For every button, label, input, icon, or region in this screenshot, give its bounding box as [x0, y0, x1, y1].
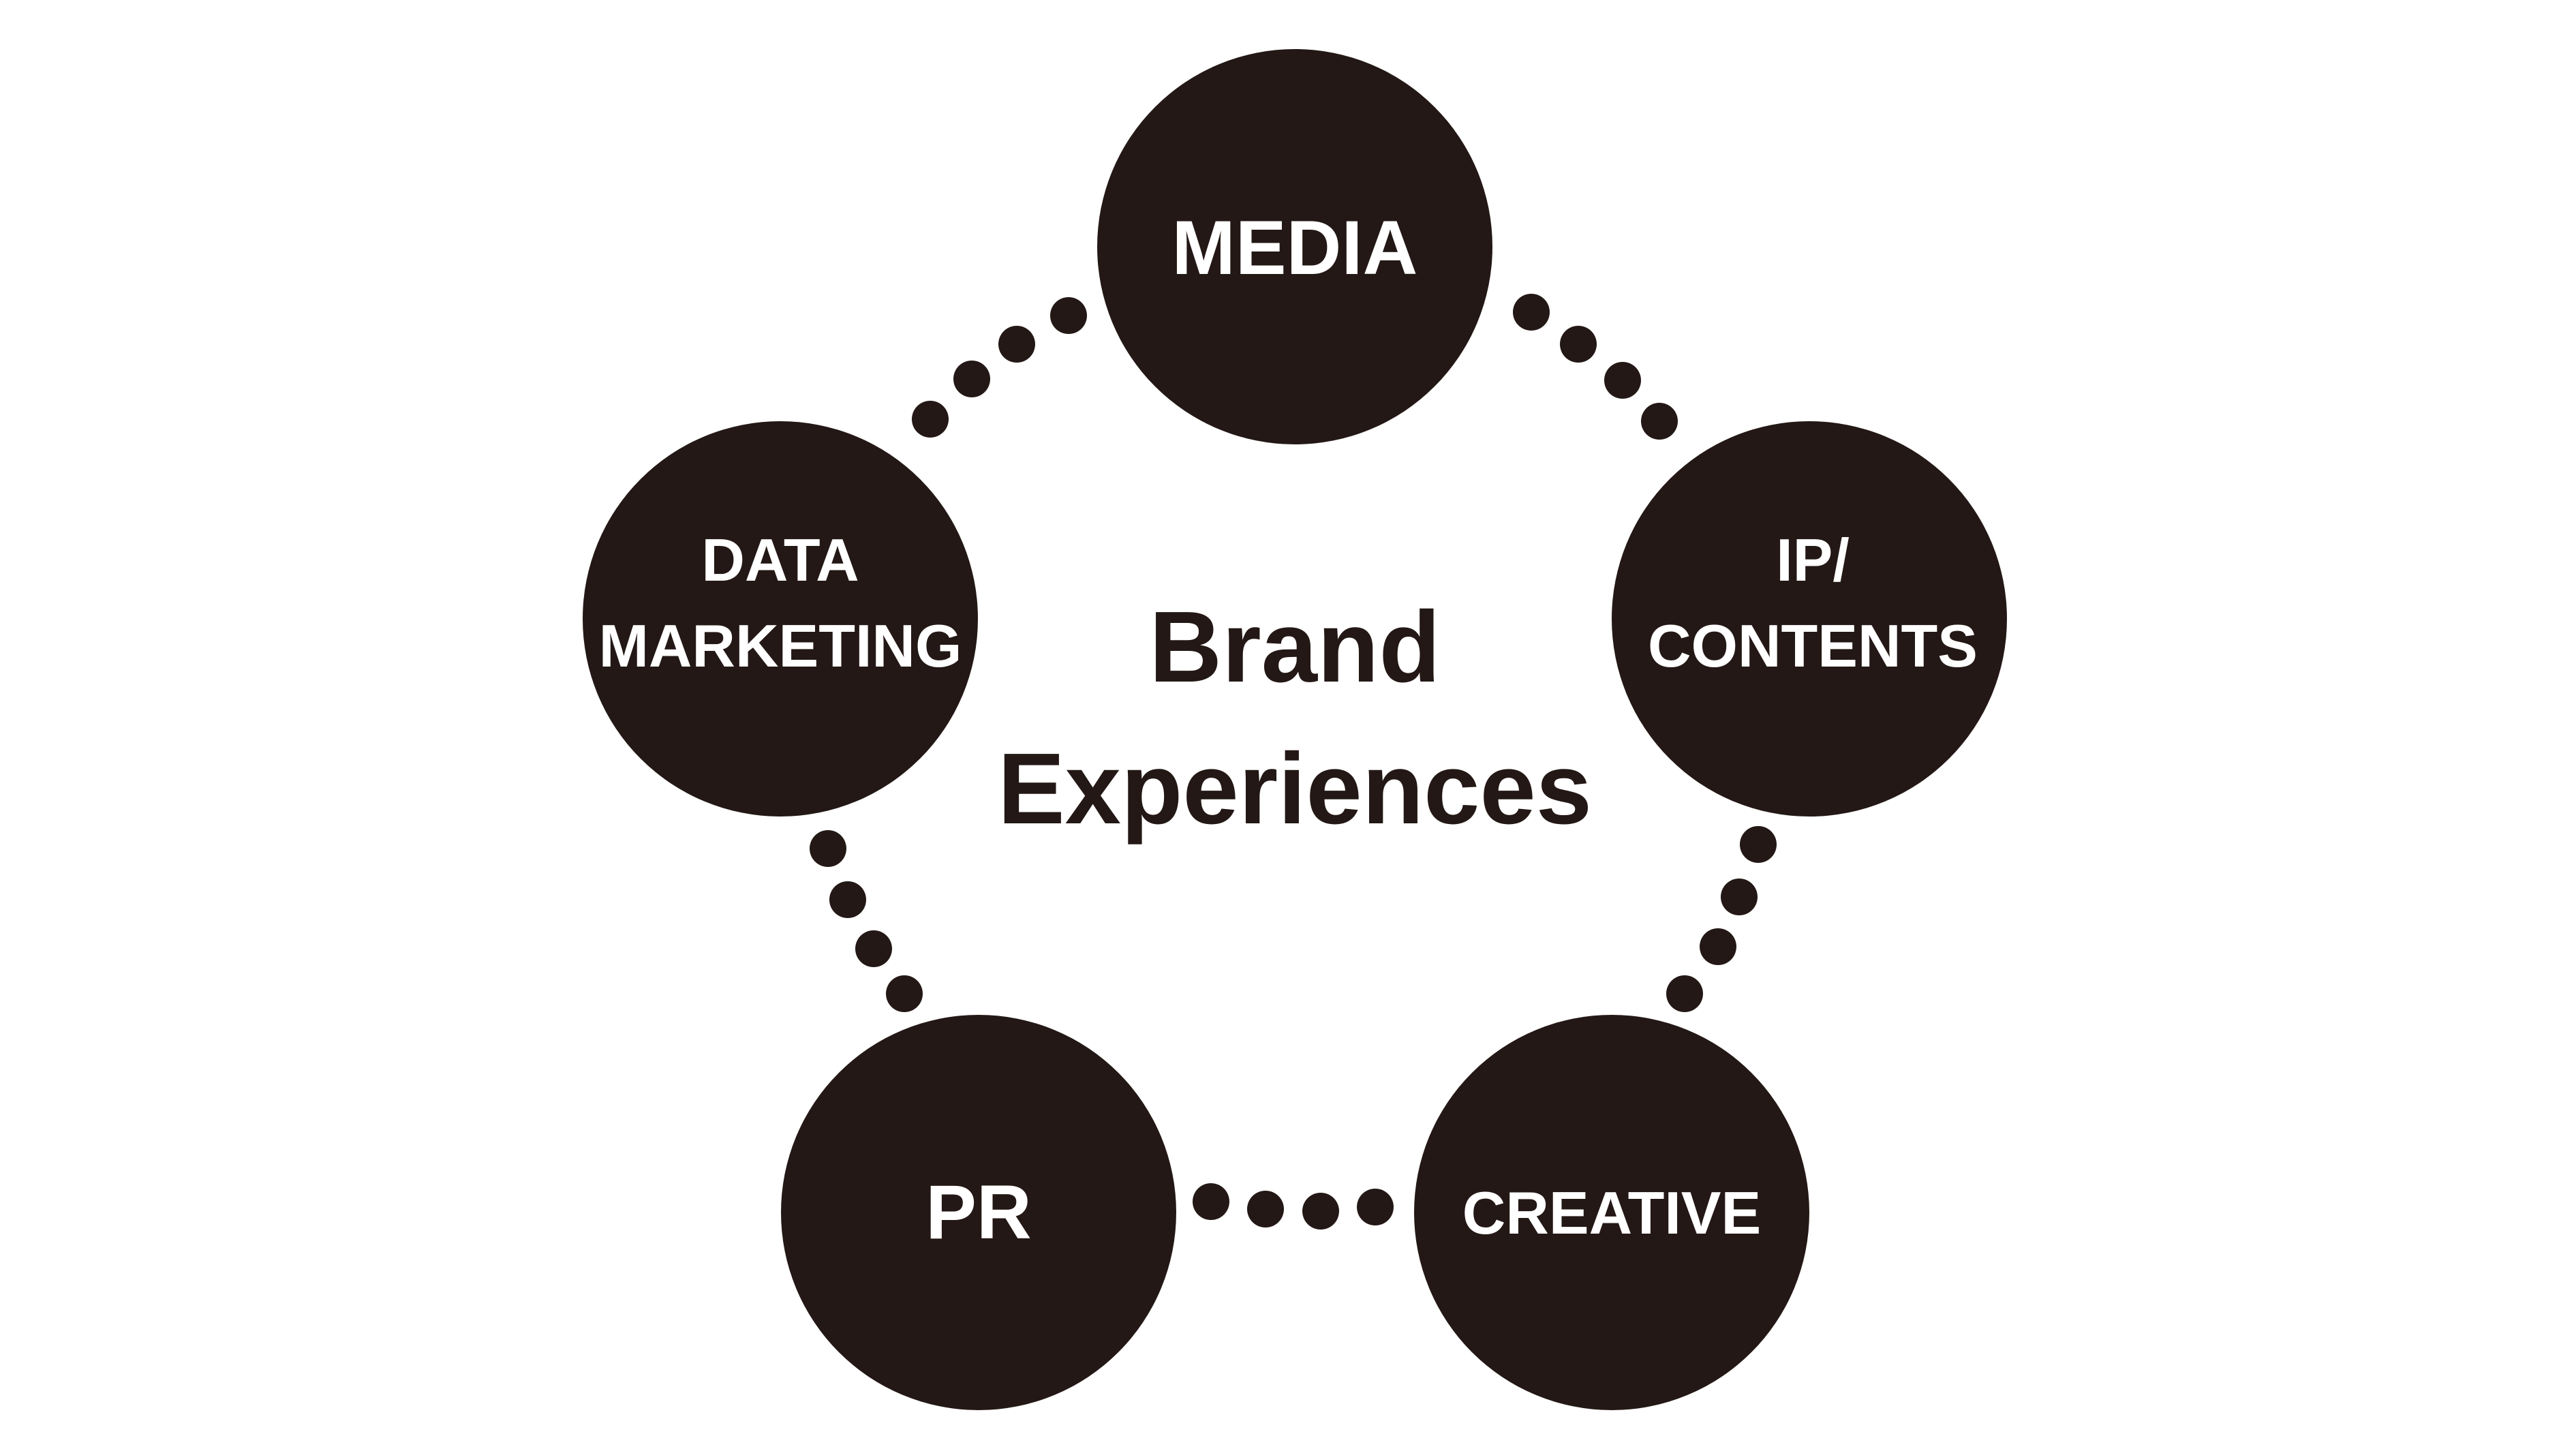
node-pr-circle [781, 1015, 1176, 1410]
node-data-marketing-label-line2: MARKETING [599, 612, 962, 680]
connector-pr-data-marketing [810, 830, 923, 1012]
connector-dot [1604, 362, 1641, 399]
node-creative-label: CREATIVE [1462, 1179, 1761, 1247]
connector-creative-pr [1193, 1183, 1394, 1230]
center-label-line1: Brand [1149, 591, 1441, 703]
connector-dot [1247, 1191, 1284, 1227]
node-data-marketing-label-line1: DATA [701, 526, 859, 594]
node-data-marketing-circle [583, 421, 978, 817]
center-label: Brand Experiences [998, 591, 1592, 845]
connector-dot [1050, 297, 1087, 334]
connector-dot [1193, 1183, 1229, 1220]
node-ip-contents-circle [1612, 421, 2007, 817]
connector-dot [953, 361, 990, 397]
node-ip-contents-label-line2: CONTENTS [1648, 612, 1978, 680]
node-pr: PR [781, 1015, 1176, 1410]
node-creative: CREATIVE [1414, 1015, 1809, 1410]
node-media-circle [1097, 49, 1492, 444]
connector-dot [1641, 403, 1678, 440]
center-label-line2: Experiences [998, 733, 1592, 845]
connector-dot [1513, 294, 1550, 331]
connector-dot [829, 881, 866, 918]
node-creative-circle [1414, 1015, 1809, 1410]
connector-dot [1560, 326, 1597, 363]
connector-dot [1357, 1189, 1394, 1225]
connector-dot [855, 930, 892, 967]
node-media: MEDIA [1097, 49, 1492, 444]
connector-dot [886, 975, 923, 1012]
node-ip-contents: IP/ CONTENTS [1612, 421, 2007, 817]
connectors [810, 294, 1777, 1230]
node-ip-contents-label-line1: IP/ [1776, 526, 1850, 594]
node-pr-label: PR [925, 1170, 1032, 1255]
connector-dot [1740, 826, 1777, 863]
connector-media-data-marketing [912, 297, 1087, 438]
connector-dot [1721, 879, 1758, 915]
connector-dot [1700, 928, 1736, 965]
node-data-marketing: DATA MARKETING [583, 421, 978, 817]
node-media-label: MEDIA [1172, 205, 1418, 290]
connector-dot [998, 326, 1035, 363]
connector-dot [1302, 1193, 1339, 1230]
connector-dot [810, 830, 846, 867]
connector-dot [1666, 975, 1703, 1012]
connector-media-ip-contents [1513, 294, 1678, 440]
connector-dot [912, 401, 949, 438]
connector-ip-contents-creative [1666, 826, 1777, 1012]
